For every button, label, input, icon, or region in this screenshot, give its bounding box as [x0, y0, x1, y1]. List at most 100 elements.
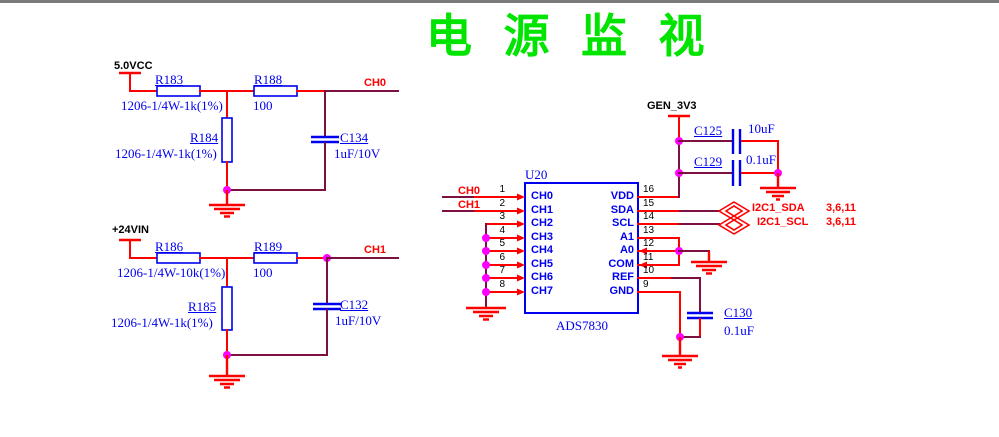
- ch1-divider-graphics: [119, 238, 399, 389]
- resistor-R183-body: [156, 85, 201, 97]
- junction-dot: [482, 288, 490, 296]
- offsheet-sheets-sda: 3,6,11: [826, 202, 856, 214]
- resistor-ref-R186: R186: [155, 239, 184, 254]
- offsheet-net-sda: I2C1_SDA: [752, 202, 805, 214]
- capacitor-value-C129: 0.1uF: [746, 152, 776, 167]
- pin-name-left-2: CH2: [531, 217, 554, 229]
- pin-num-left-5: 6: [499, 252, 505, 263]
- wire: [129, 72, 158, 92]
- resistor-value-R184: 1206-1/4W-1k(1%): [115, 146, 217, 161]
- pin-num-right-0: 16: [643, 184, 655, 195]
- resistor-value-R183: 1206-1/4W-1k(1%): [121, 98, 223, 113]
- capacitor-C129-plates: [731, 160, 742, 186]
- offsheet-sheets-scl: 3,6,11: [826, 216, 856, 228]
- resistor-value-R189: 100: [253, 265, 273, 280]
- offsheet-ports-graphics: [717, 201, 751, 235]
- pin-num-right-3: 13: [643, 225, 655, 236]
- resistor-ref-R185: R185: [188, 299, 217, 314]
- wire-address-pins: [637, 237, 680, 266]
- wire: [226, 309, 328, 356]
- pin-arrow-icon: [639, 261, 647, 269]
- pin-name-right-4: A0: [619, 244, 634, 256]
- offsheet-port-icon-scl: [717, 215, 751, 235]
- pin-num-right-5: 11: [643, 252, 654, 263]
- junction-dot: [482, 274, 490, 282]
- ground-symbol: [760, 173, 796, 201]
- top-border: [0, 0, 999, 3]
- capacitor-ref-C129: C129: [694, 154, 723, 169]
- net-label-ch1-input: CH1: [458, 199, 481, 211]
- offsheet-port-icon-sda: [717, 201, 751, 221]
- pin-name-right-1: SDA: [610, 204, 634, 216]
- pin-name-left-7: CH7: [531, 285, 554, 297]
- resistor-R185-body: [221, 286, 233, 331]
- net-label-ch1: CH1: [364, 244, 387, 256]
- pin-name-left-1: CH1: [531, 204, 554, 216]
- offsheet-net-scl: I2C1_SCL: [757, 216, 809, 228]
- pin-num-left-3: 4: [499, 225, 505, 236]
- capacitor-C132-plates: [313, 302, 341, 311]
- resistor-ref-R183: R183: [155, 72, 184, 87]
- resistor-R184-body: [221, 117, 233, 163]
- pin-num-right-6: 10: [643, 265, 655, 276]
- resistor-R189-body: [253, 252, 298, 264]
- pin-name-right-5: COM: [608, 258, 634, 270]
- capacitor-value-C125: 10uF: [748, 121, 775, 136]
- offsheet-port-icon-scl-inner: [724, 219, 744, 231]
- pin-num-left-7: 8: [499, 279, 505, 290]
- pin-name-left-0: CH0: [531, 190, 554, 202]
- capacitor-value-C134: 1uF/10V: [334, 146, 381, 161]
- pin-num-left-2: 3: [499, 211, 505, 222]
- capacitor-ref-C125: C125: [694, 123, 723, 138]
- wire: [474, 196, 518, 212]
- pin-num-left-6: 7: [499, 265, 505, 276]
- ground-symbol: [466, 306, 506, 321]
- pin-arrow-icon: [517, 207, 525, 215]
- capacitor-ref-C130: C130: [724, 305, 753, 320]
- pin-num-right-1: 15: [643, 198, 655, 209]
- pin-arrow-icon: [639, 247, 647, 255]
- capacitor-value-C132: 1uF/10V: [335, 313, 382, 328]
- wire: [485, 223, 518, 293]
- wire: [226, 142, 326, 191]
- ground-symbol: [209, 190, 245, 218]
- pin-num-left-1: 2: [499, 198, 505, 209]
- pin-num-right-7: 9: [643, 279, 649, 290]
- pin-name-right-0: VDD: [610, 190, 634, 202]
- pin-name-left-6: CH6: [531, 271, 554, 283]
- pin-num-right-2: 14: [643, 211, 655, 222]
- wire-gnd-pin: [637, 291, 681, 338]
- junction-dot: [482, 247, 490, 255]
- pin-name-right-3: A1: [619, 231, 634, 243]
- power-net-label: +24VIN: [112, 224, 149, 236]
- resistor-R186-body: [156, 252, 201, 264]
- capacitor-C134-plates: [311, 135, 339, 144]
- pin-arrow-icon: [517, 288, 525, 296]
- wire: [129, 239, 158, 259]
- pin-name-left-3: CH3: [531, 231, 554, 243]
- pin-arrow-icon: [517, 220, 525, 228]
- pin-num-left-4: 5: [499, 238, 505, 249]
- resistor-ref-R188: R188: [254, 72, 283, 87]
- net-label-ch0: CH0: [364, 77, 387, 89]
- capacitor-ref-C134: C134: [340, 130, 369, 145]
- pin-num-left-0: 1: [499, 184, 505, 195]
- resistor-value-R188: 100: [253, 98, 273, 113]
- ground-symbol: [209, 355, 245, 389]
- capacitor-C125-plates: [731, 129, 742, 154]
- ic-part-number: ADS7830: [556, 318, 609, 333]
- pin-arrow-icon: [517, 261, 525, 269]
- ic-body-U20: [524, 182, 639, 314]
- junction-dot: [482, 234, 490, 242]
- offsheet-port-icon-sda-inner: [724, 205, 744, 217]
- resistor-value-R185: 1206-1/4W-1k(1%): [111, 315, 213, 330]
- wire: [741, 140, 779, 174]
- ch0-divider-graphics: [119, 71, 399, 218]
- power-net-label: 5.0VCC: [114, 60, 153, 72]
- ground-symbol: [662, 337, 698, 369]
- schematic-title: 电 源 监 视: [426, 11, 715, 62]
- pin-name-right-6: REF: [612, 271, 634, 283]
- pin-name-left-4: CH4: [531, 244, 554, 256]
- pin-name-left-5: CH5: [531, 258, 554, 270]
